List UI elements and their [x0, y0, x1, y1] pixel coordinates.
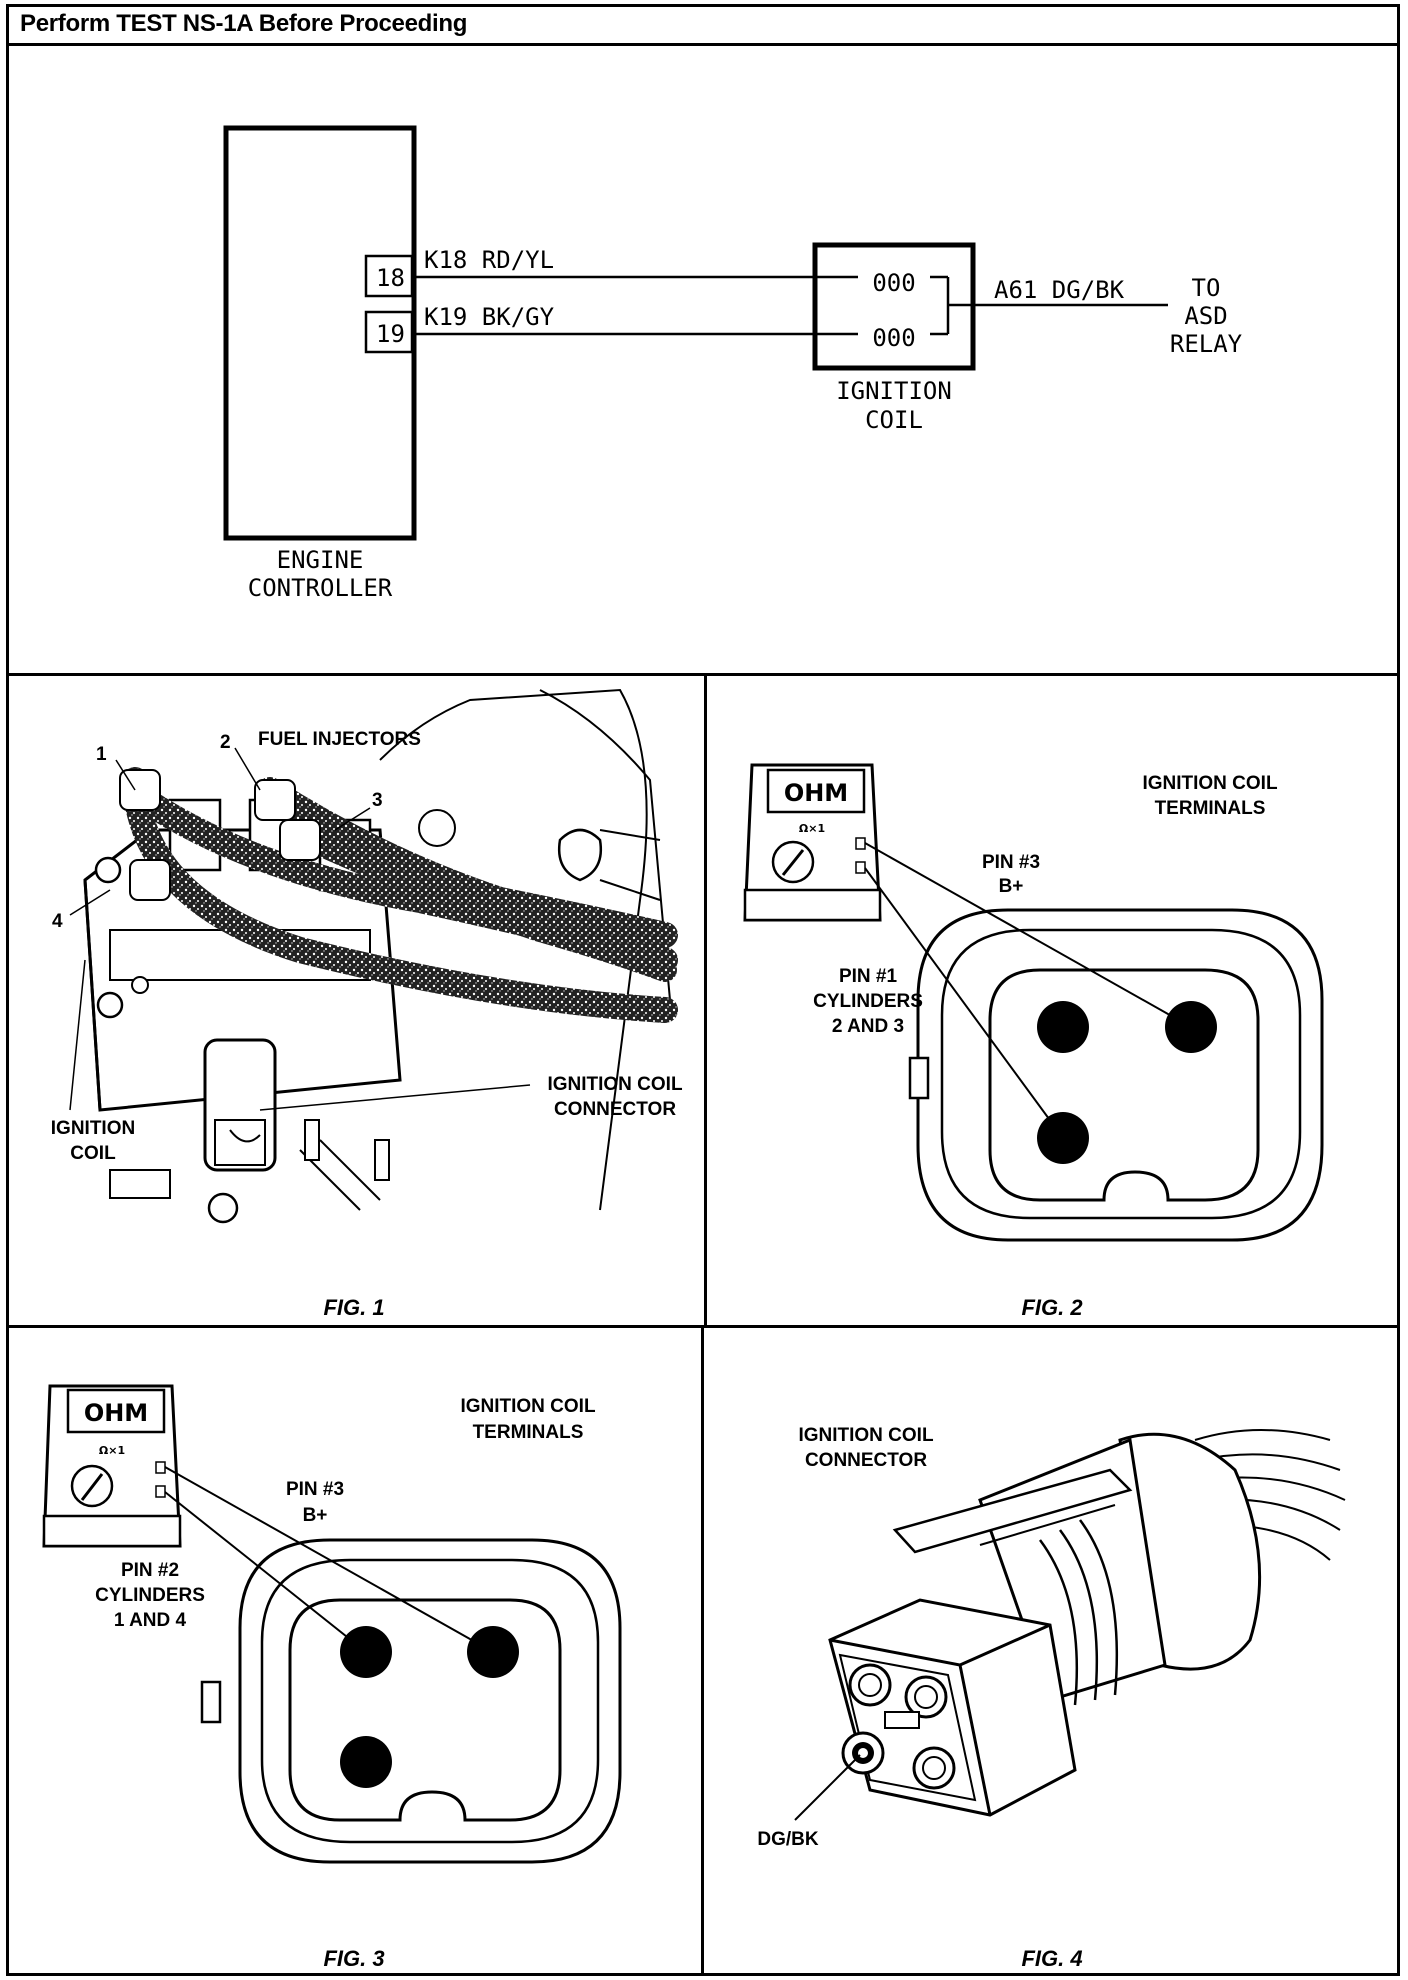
fig3-pin3-line2: B+: [303, 1505, 328, 1526]
to-label-line3: RELAY: [1170, 330, 1243, 358]
fig3-pin3-line1: PIN #3: [286, 1479, 344, 1500]
wire-k19-label: K19 BK/GY: [424, 303, 555, 331]
fig2-pin3-line1: PIN #3: [982, 852, 1040, 873]
fig4-connector-illustration: [794, 1429, 1346, 1821]
fig2-terminals-line1: IGNITION COIL: [1142, 773, 1278, 794]
fig4-connector-line2: CONNECTOR: [805, 1450, 927, 1471]
fig2-pin1-line1: PIN #1: [839, 966, 898, 987]
coil-label-line1: IGNITION: [836, 377, 952, 405]
controller-label-line2: CONTROLLER: [248, 574, 393, 602]
fig3-pin2-line1: PIN #2: [121, 1560, 179, 1581]
fig3-meter-display: OHM: [84, 1399, 148, 1427]
fig3-pin2-line3: 1 AND 4: [114, 1610, 187, 1631]
fig1-ignition-coil-line1: IGNITION: [51, 1118, 135, 1139]
fig2-pin1-line3: 2 AND 3: [832, 1016, 904, 1037]
pin-19-box: [364, 310, 414, 354]
fig2-pin1-line2: CYLINDERS: [813, 991, 923, 1012]
fig1-connector-line1: IGNITION COIL: [547, 1074, 683, 1095]
header-bar: Perform TEST NS-1A Before Proceeding: [6, 4, 1400, 46]
wiring-schematic: 18 19 K18 RD/YL K19 BK/GY ENGINE CONTROL…: [223, 125, 1243, 602]
fig2-terminal-housing: [864, 842, 1324, 1242]
fig1-num-4: 4: [52, 911, 63, 932]
fig3-ohmmeter: [42, 1384, 182, 1548]
fig3-pin2-line2: CYLINDERS: [95, 1585, 205, 1606]
fig4-connector-line1: IGNITION COIL: [798, 1425, 934, 1446]
fig2-terminals-line2: TERMINALS: [1155, 798, 1266, 819]
fig3-terminal-housing: [164, 1466, 622, 1864]
pin-19-label: 19: [376, 320, 405, 348]
coil-label-line2: COIL: [865, 406, 923, 434]
divider-schematic: [6, 673, 1400, 676]
fig1-caption: FIG. 1: [323, 1295, 385, 1320]
wire-k18-label: K18 RD/YL: [424, 246, 554, 274]
fig3-meter-scale: Ω×1: [99, 1444, 125, 1457]
page-title: Perform TEST NS-1A Before Proceeding: [20, 10, 468, 37]
fig1-num-2: 2: [220, 732, 231, 753]
fig1-num-1: 1: [96, 744, 107, 765]
fig2-ohmmeter: [743, 763, 882, 922]
fig2-caption: FIG. 2: [1021, 1295, 1083, 1320]
wire-a61-label: A61 DG/BK: [994, 276, 1125, 304]
fig3-terminals-line1: IGNITION COIL: [460, 1396, 596, 1417]
ignition-coil-box: [812, 242, 976, 371]
fig3-terminals-line2: TERMINALS: [473, 1422, 584, 1443]
coil-winding-top: 000: [872, 269, 915, 297]
fig2-pin3-line2: B+: [999, 876, 1024, 897]
fig1-connector-line2: CONNECTOR: [554, 1099, 676, 1120]
fig2-meter-scale: Ω×1: [799, 822, 825, 835]
coil-winding-bottom: 000: [872, 324, 915, 352]
to-label-line2: ASD: [1184, 302, 1227, 330]
fig1-ignition-coil-line2: COIL: [70, 1143, 116, 1164]
divider-vertical-upper: [704, 673, 707, 1326]
to-label-line1: TO: [1192, 274, 1221, 302]
fig2-meter-display: OHM: [784, 779, 848, 807]
pin-18-label: 18: [376, 264, 405, 292]
fig1-engine-illustration: [69, 688, 678, 1224]
fig4-wire-label: DG/BK: [757, 1829, 819, 1850]
divider-vertical-lower: [701, 1325, 704, 1976]
fig1-fuel-injectors-label: FUEL INJECTORS: [258, 729, 421, 750]
fig4-caption: FIG. 4: [1021, 1946, 1083, 1971]
fig3-caption: FIG. 3: [323, 1946, 385, 1971]
controller-label-line1: ENGINE: [277, 546, 364, 574]
fig1-num-3: 3: [372, 790, 383, 811]
